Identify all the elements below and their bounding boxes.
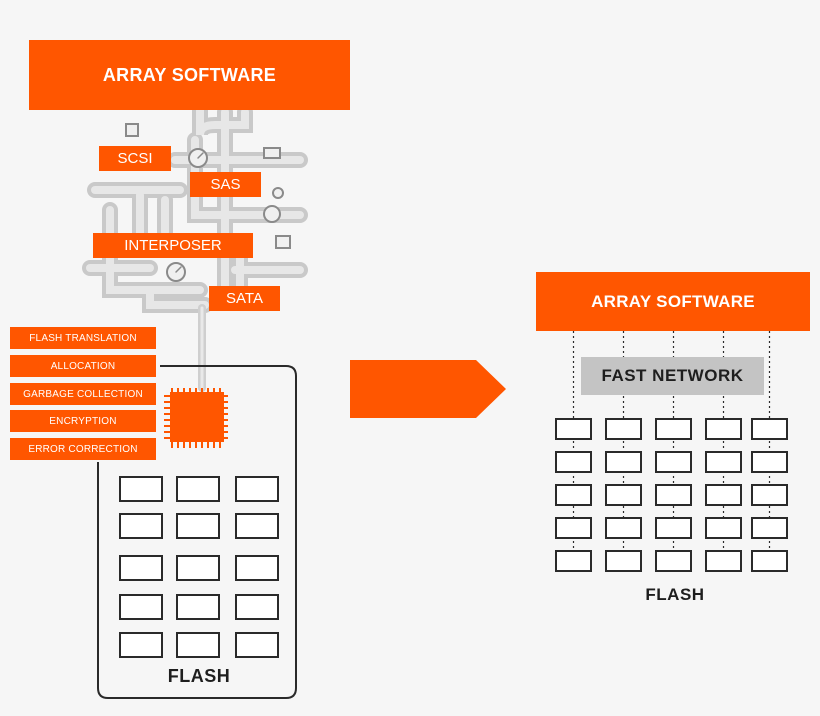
right-array-software-banner: ARRAY SOFTWARE [536,272,810,331]
flash-cell [705,517,742,539]
fast-network-label: FAST NETWORK [601,366,744,385]
left-flash-cells [119,476,279,658]
flash-cell [119,632,163,658]
chip-icon [164,388,228,448]
flash-cell [235,555,279,581]
fast-network-bar [581,357,764,395]
flash-cell [751,517,788,539]
flash-cell [176,632,220,658]
right-flash-cells [555,418,788,572]
flash-cell [751,550,788,572]
flash-cell [119,476,163,502]
flash-cell [605,451,642,473]
flash-cell [605,418,642,440]
flash-cell [555,550,592,572]
function-encryption: ENCRYPTION [10,410,156,432]
flash-cell [751,418,788,440]
interposer-label: INTERPOSER [93,233,253,258]
flash-cell [119,555,163,581]
flash-cell [176,513,220,539]
scsi-label: SCSI [99,146,171,171]
flash-cell [705,550,742,572]
function-garbage-collection: GARBAGE COLLECTION [10,383,156,405]
flash-cell [605,484,642,506]
flash-cell [655,451,692,473]
left-array-software-banner: ARRAY SOFTWARE [29,40,350,110]
flash-module-outline [97,365,297,699]
function-error-correction: ERROR CORRECTION [10,438,156,460]
sata-label: SATA [209,286,280,311]
flash-cell [655,517,692,539]
flash-cell [751,451,788,473]
flash-cell [655,484,692,506]
sas-label: SAS [190,172,261,197]
left-flash-label: FLASH [167,666,231,686]
flash-cell [705,484,742,506]
right-flash-label: FLASH [645,585,705,604]
flash-cell [555,517,592,539]
flash-cell [555,418,592,440]
flash-cell [655,418,692,440]
flash-cell [119,513,163,539]
flash-cell [555,484,592,506]
flash-cell [176,594,220,620]
flash-cell [751,484,788,506]
arrow-right-icon [350,360,506,418]
flash-cell [705,451,742,473]
flash-cell [655,550,692,572]
flash-cell [235,476,279,502]
flash-cell [555,451,592,473]
flash-cell [235,594,279,620]
function-flash-translation: FLASH TRANSLATION [10,327,156,349]
flash-cell [235,632,279,658]
flash-cell [605,517,642,539]
flash-cell [605,550,642,572]
flash-cell [176,476,220,502]
flash-cell [705,418,742,440]
function-allocation: ALLOCATION [10,355,156,377]
flash-cell [119,594,163,620]
flash-cell [235,513,279,539]
flash-cell [176,555,220,581]
